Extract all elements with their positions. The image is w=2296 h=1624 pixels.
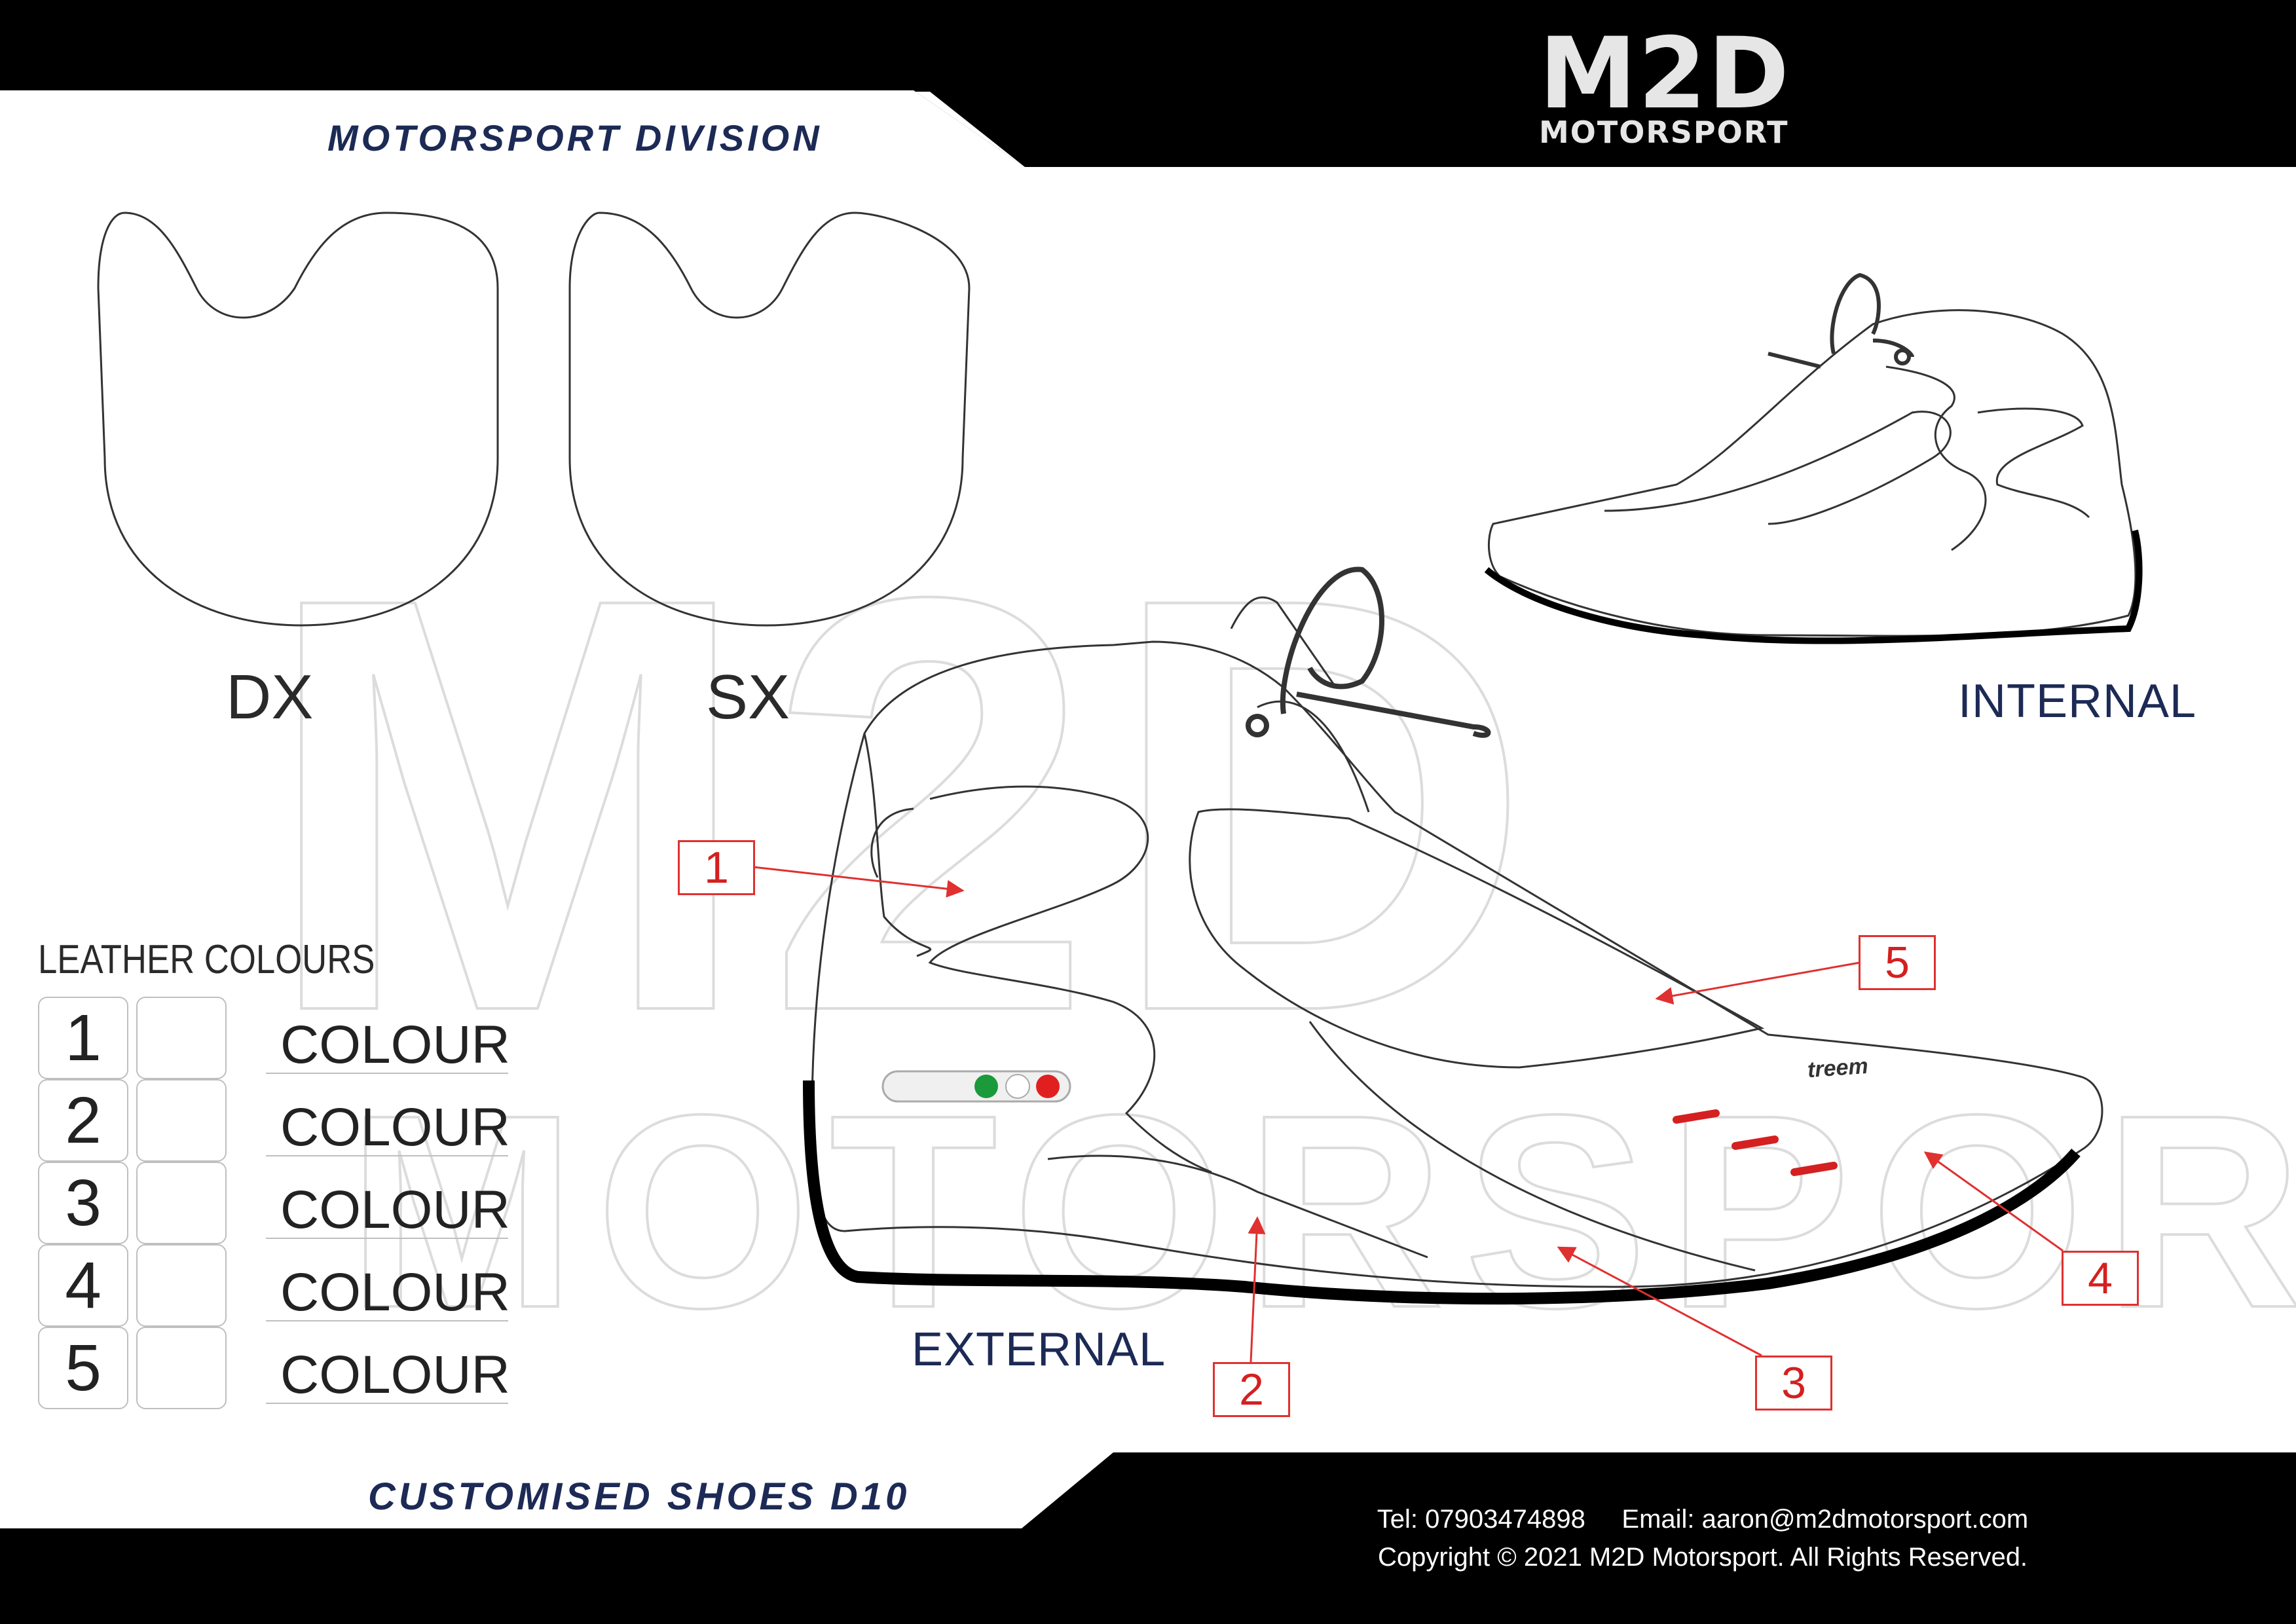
brand-logo: M2D	[1539, 17, 1791, 131]
callout-2: 2	[1213, 1362, 1290, 1417]
legend-colour-field[interactable]: COLOUR	[266, 1346, 510, 1404]
flag-green-dot	[974, 1075, 998, 1098]
copyright: Copyright © 2021 M2D Motorsport. All Rig…	[1377, 1543, 2028, 1572]
toe-vents	[1673, 1109, 1838, 1176]
arrow-5	[1655, 961, 1861, 1005]
piece-label-dx: DX	[226, 662, 314, 732]
external-shoe-sole	[803, 1080, 2081, 1305]
header-band	[0, 0, 2296, 167]
legend-colour-swatch[interactable]	[136, 997, 227, 1079]
legend-row: 2 COLOUR	[38, 1079, 510, 1162]
legend-row: 5 COLOUR	[38, 1327, 510, 1409]
callout-arrows	[752, 866, 2064, 1363]
arrow-1	[752, 866, 965, 898]
arrow-3	[1557, 1246, 1762, 1357]
view-label-internal: INTERNAL	[1958, 675, 2197, 728]
contact-info: Tel: 07903474898 Email: aaron@m2dmotorsp…	[1377, 1505, 2029, 1534]
flag-white-dot	[1005, 1074, 1030, 1099]
legend-colour-field[interactable]: COLOUR	[266, 1181, 510, 1239]
piece-sx-outline	[568, 212, 971, 627]
legend-title: LEATHER COLOURS	[38, 937, 375, 982]
product-title: CUSTOMISED SHOES D10	[368, 1475, 910, 1518]
footer-top-band	[0, 1452, 2296, 1624]
brand-logo-sub: MOTORSPORT	[1539, 115, 1789, 150]
legend-colour-field[interactable]: COLOUR	[266, 1264, 510, 1321]
panel-5-outline	[1189, 808, 1765, 1069]
shoe-brand-logo: treem	[1806, 1053, 1869, 1083]
legend-colour-swatch[interactable]	[136, 1162, 227, 1244]
legend-colour-swatch[interactable]	[136, 1079, 227, 1162]
view-label-external: EXTERNAL	[912, 1323, 1166, 1376]
watermark-m2d: M2D	[262, 475, 1546, 1134]
panel-1-outline	[928, 785, 1212, 1173]
legend-colour-swatch[interactable]	[136, 1327, 227, 1409]
callout-5: 5	[1859, 935, 1936, 990]
piece-label-sx: SX	[706, 662, 790, 732]
callout-4: 4	[2062, 1251, 2139, 1306]
legend-row: 4 COLOUR	[38, 1244, 510, 1327]
division-title: MOTORSPORT DIVISION	[327, 117, 823, 158]
legend-colour-field[interactable]: COLOUR	[266, 1099, 510, 1156]
internal-shoe-sole	[1484, 529, 2143, 644]
legend-colour-swatch[interactable]	[136, 1244, 227, 1327]
legend-row: 3 COLOUR	[38, 1162, 510, 1244]
legend-row: 1 COLOUR	[38, 997, 510, 1079]
piece-dx-outline	[97, 212, 499, 627]
internal-shoe	[1484, 272, 2143, 644]
legend-number: 3	[38, 1162, 128, 1244]
legend-number: 4	[38, 1244, 128, 1327]
internal-lace	[1768, 272, 1914, 369]
legend-number: 5	[38, 1327, 128, 1409]
callout-1: 1	[678, 840, 755, 895]
panel-2-outline	[1047, 1154, 1428, 1259]
legend-number: 2	[38, 1079, 128, 1162]
callout-3: 3	[1755, 1356, 1832, 1411]
legend-number: 1	[38, 997, 128, 1079]
legend-colour-field[interactable]: COLOUR	[266, 1016, 510, 1074]
lace-loop	[1280, 566, 1491, 738]
external-shoe	[803, 566, 2103, 1305]
arrow-2	[1248, 1216, 1266, 1363]
flag-red-dot	[1036, 1075, 1060, 1098]
flag-badge	[881, 1070, 1071, 1103]
watermark: M2D MOTORSPORT	[261, 473, 2296, 1367]
internal-shoe-upper	[1487, 309, 2137, 637]
arrow-4	[1923, 1151, 2064, 1252]
